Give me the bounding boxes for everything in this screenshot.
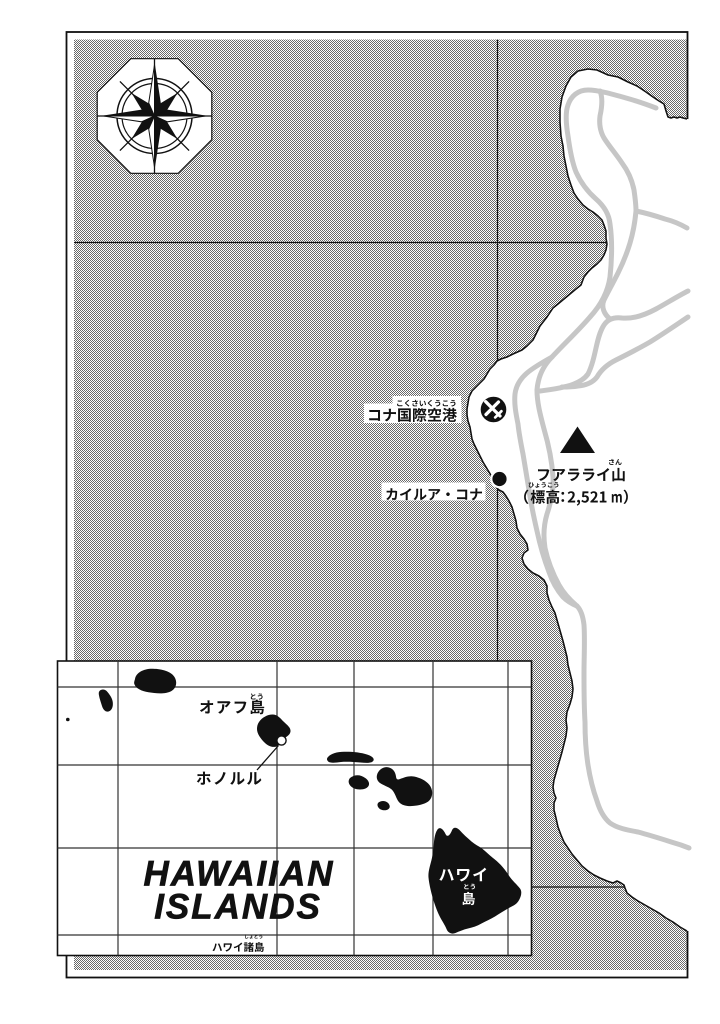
svg-text:ISLANDS: ISLANDS — [154, 888, 322, 927]
svg-text:HAWAIIAN: HAWAIIAN — [144, 855, 335, 894]
